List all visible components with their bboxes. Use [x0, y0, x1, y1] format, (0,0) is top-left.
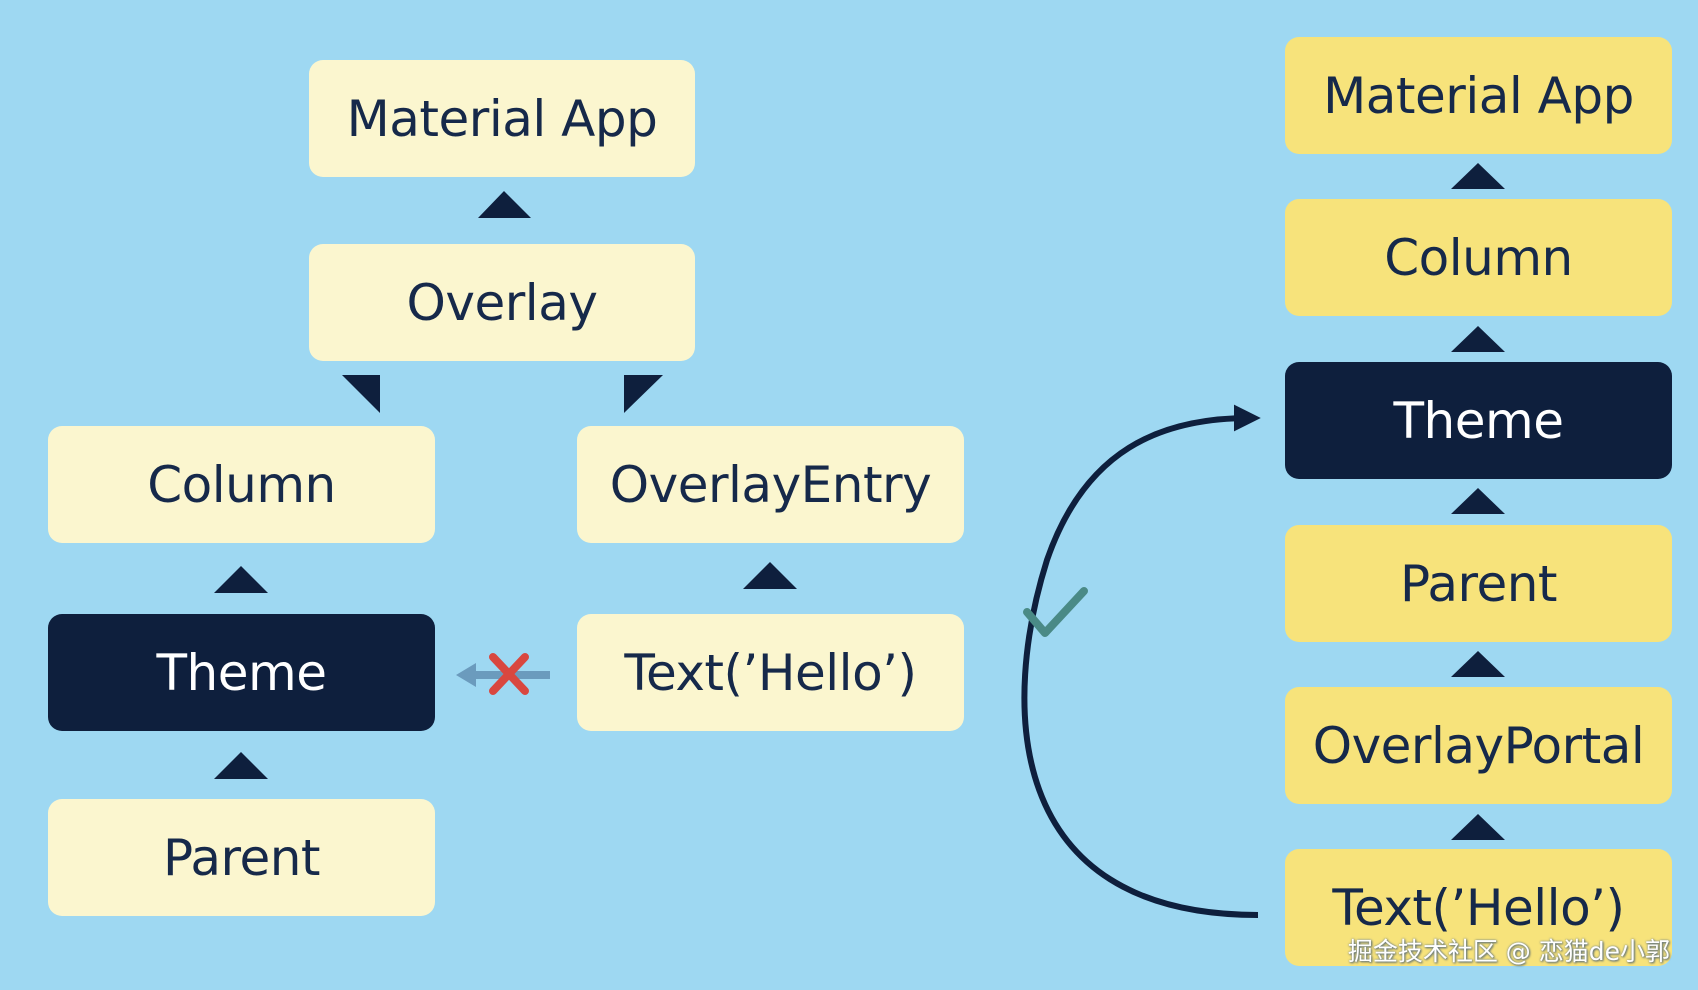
right-node-theme: Theme: [1285, 362, 1672, 479]
left-node-theme: Theme: [48, 614, 435, 731]
left-node-overlay: Overlay: [309, 244, 695, 361]
watermark: 掘金技术社区 @ 恋猫de小郭: [1347, 937, 1670, 966]
right-node-overlay-portal: OverlayPortal: [1285, 687, 1672, 804]
arrow-theme-to-column: [214, 566, 268, 593]
right-node-material-app: Material App: [1285, 37, 1672, 154]
arrow-text-to-overlay-entry: [743, 562, 797, 589]
arrow-parent-to-theme: [214, 752, 268, 779]
left-node-parent: Parent: [48, 799, 435, 916]
cross-icon: [489, 653, 529, 695]
right-node-column: Column: [1285, 199, 1672, 316]
arrow-overlay-to-material-app: [478, 191, 531, 218]
arrow-column-to-material-app: [1451, 163, 1505, 189]
left-node-overlay-entry: OverlayEntry: [577, 426, 964, 543]
arrow-theme-to-column-right: [1451, 326, 1505, 352]
left-node-column: Column: [48, 426, 435, 543]
check-icon: [1023, 587, 1088, 637]
arrow-overlay-portal-to-parent: [1451, 651, 1505, 677]
curved-arrow-text-to-theme: [1021, 404, 1261, 918]
arrow-parent-to-theme-right: [1451, 488, 1505, 514]
arrow-text-to-overlay-portal: [1451, 814, 1505, 840]
arrow-overlay-to-overlay-entry: [624, 375, 663, 413]
left-node-text-hello: Text(’Hello’): [577, 614, 964, 731]
arrow-overlay-to-column: [342, 375, 380, 413]
right-node-parent: Parent: [1285, 525, 1672, 642]
right-node-text-hello: Text(’Hello’): [1285, 849, 1672, 966]
left-node-material-app: Material App: [309, 60, 695, 177]
